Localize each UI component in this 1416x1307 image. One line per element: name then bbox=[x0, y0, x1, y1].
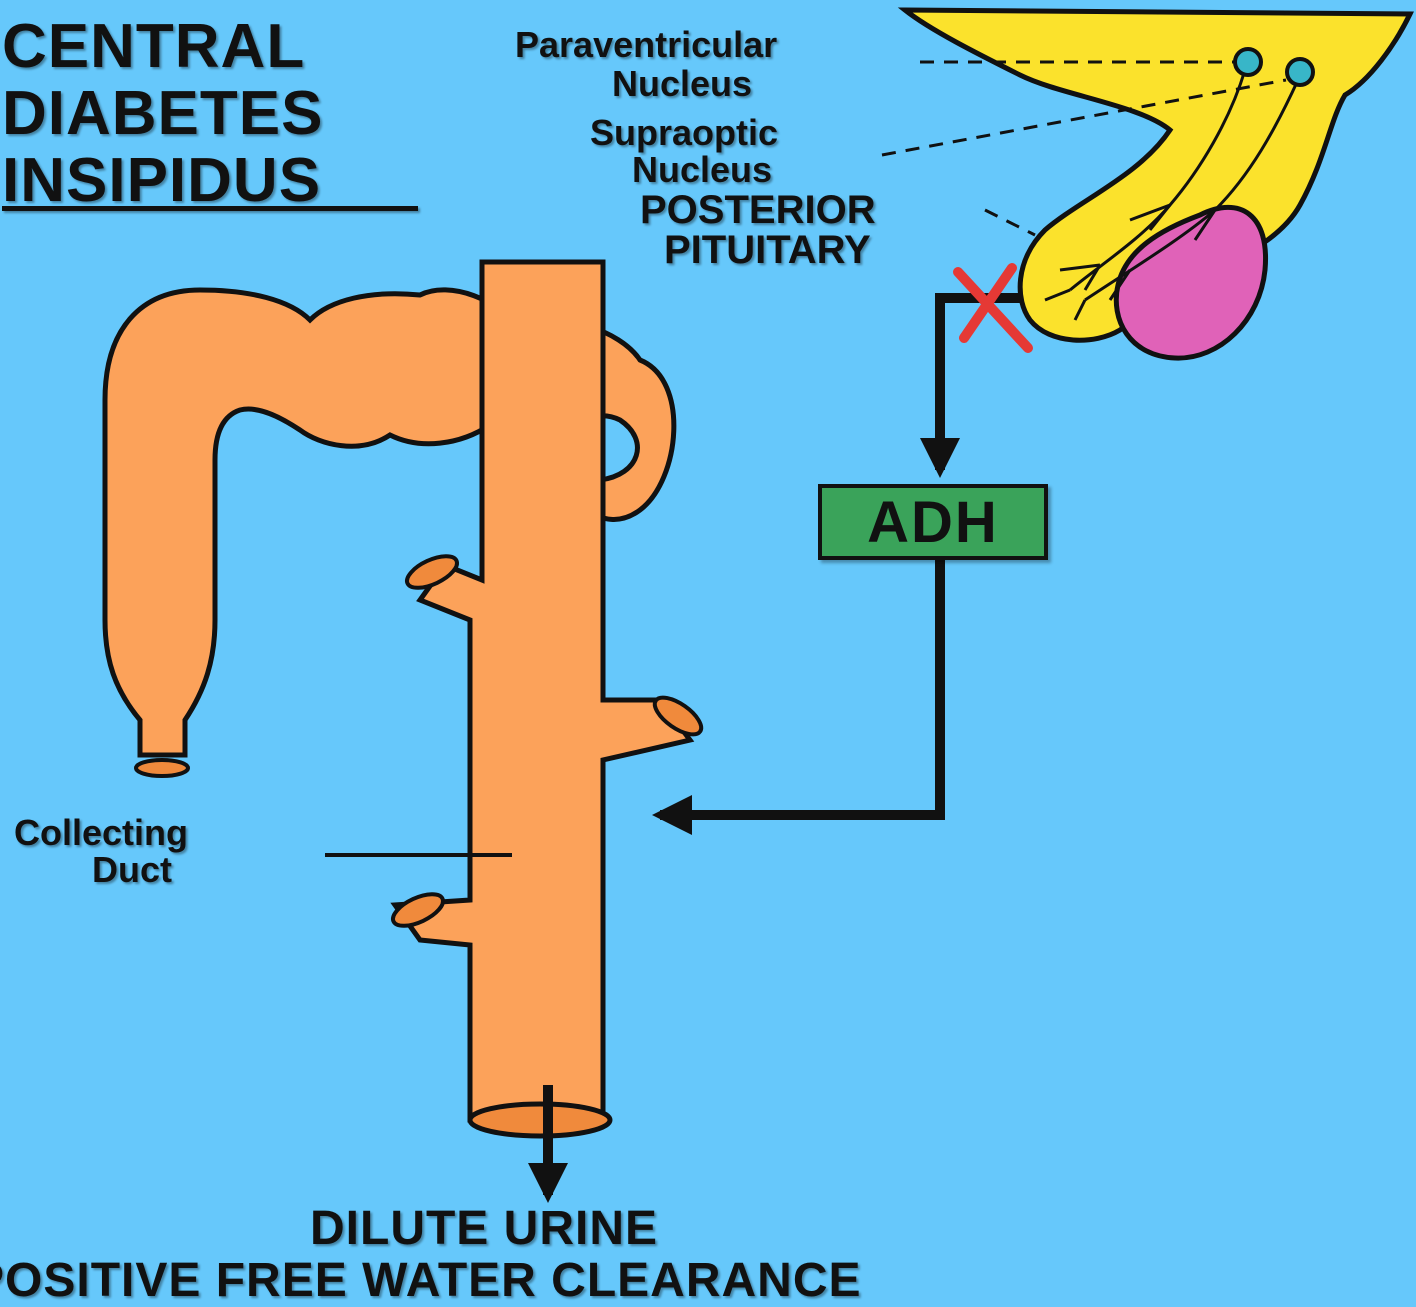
title-line-2: DIABETES bbox=[2, 83, 323, 145]
adh-box: ADH bbox=[818, 484, 1048, 560]
paraventricular-nucleus-icon bbox=[1235, 49, 1261, 75]
adh-label: ADH bbox=[867, 489, 999, 556]
supraoptic-nucleus-icon bbox=[1287, 59, 1313, 85]
output-label: DILUTE URINE bbox=[310, 1205, 658, 1253]
paraventricular-label-2: Nucleus bbox=[612, 66, 752, 102]
supraoptic-label: Supraoptic bbox=[590, 115, 778, 151]
supraoptic-label-2: Nucleus bbox=[632, 152, 772, 188]
title-underline bbox=[2, 206, 418, 211]
blocked-release-mark bbox=[958, 268, 1028, 348]
title-line-1: CENTRAL bbox=[2, 16, 305, 78]
adh-action-arrow bbox=[660, 560, 940, 815]
collecting-duct-label-2: Duct bbox=[92, 852, 172, 888]
paraventricular-label: Paraventricular bbox=[515, 27, 777, 63]
free-water-label: POSITIVE FREE WATER CLEARANCE bbox=[0, 1257, 862, 1305]
posterior-pituitary-label-2: PITUITARY bbox=[664, 230, 871, 270]
tubule-opening bbox=[136, 760, 188, 776]
duct-bottom-opening bbox=[470, 1104, 610, 1136]
title-line-3: INSIPIDUS bbox=[2, 150, 321, 212]
collecting-duct-label: Collecting bbox=[14, 815, 188, 851]
posterior-pituitary-label: POSTERIOR bbox=[640, 190, 876, 230]
